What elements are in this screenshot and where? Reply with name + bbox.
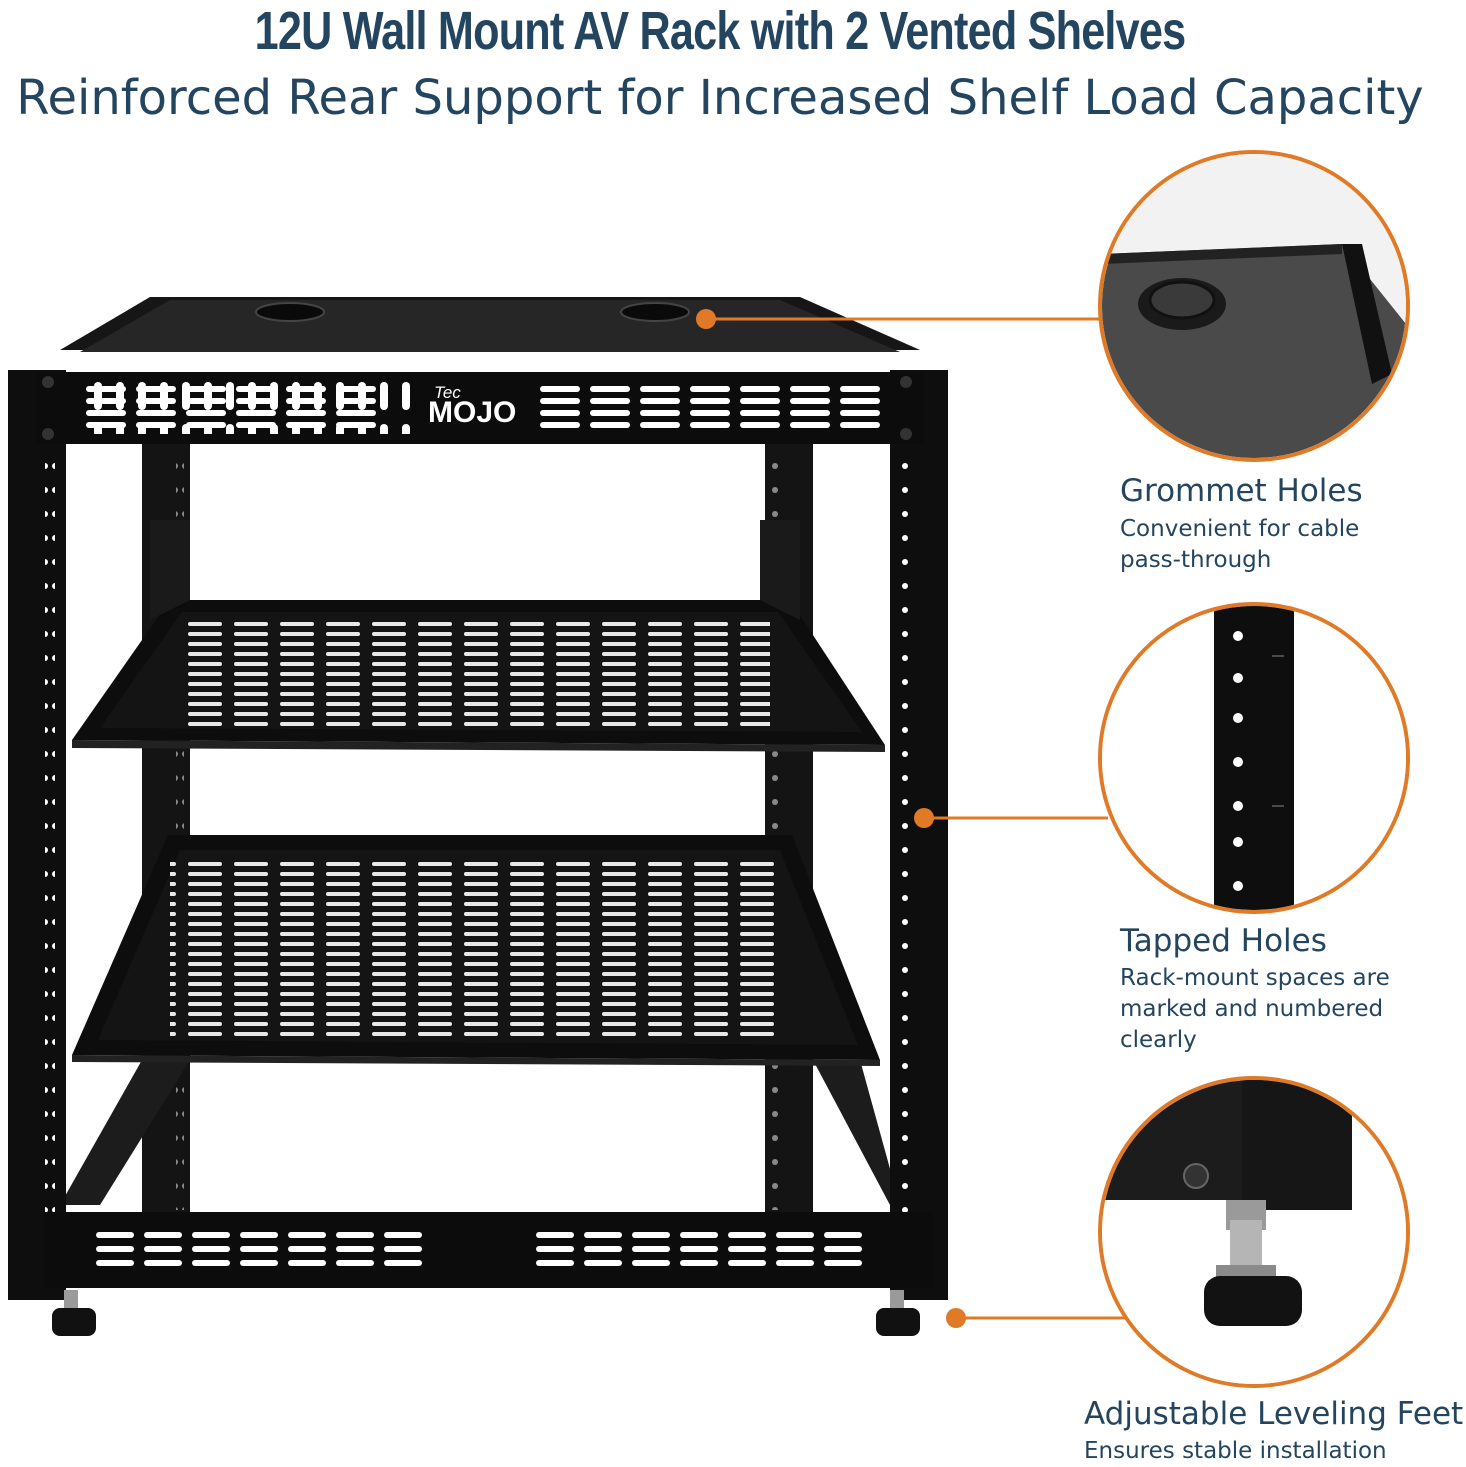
tapped-holes-callout (1098, 602, 1410, 914)
tapped-holes-title: Tapped Holes (1120, 923, 1327, 959)
page-subtitle: Reinforced Rear Support for Increased Sh… (16, 70, 1424, 126)
leveling-feet-callout (1098, 1076, 1410, 1388)
leveling-feet-description: Ensures stable installation (1084, 1438, 1387, 1464)
grommet-holes-callout (1098, 150, 1410, 462)
grommet-holes-description: Convenient for cable pass-through (1120, 516, 1360, 573)
grommet-holes-title: Grommet Holes (1120, 473, 1363, 509)
logo-tec: Tec (434, 383, 461, 402)
leveling-feet-title: Adjustable Leveling Feet (1084, 1396, 1464, 1432)
logo-mojo: MOJO (428, 396, 516, 429)
page-title: 12U Wall Mount AV Rack with 2 Vented She… (254, 1, 1186, 61)
callout-connectors (696, 309, 1126, 1328)
tapped-holes-description: Rack-mount spaces are marked and numbere… (1120, 965, 1390, 1053)
upper-shelf-vents (180, 616, 770, 726)
